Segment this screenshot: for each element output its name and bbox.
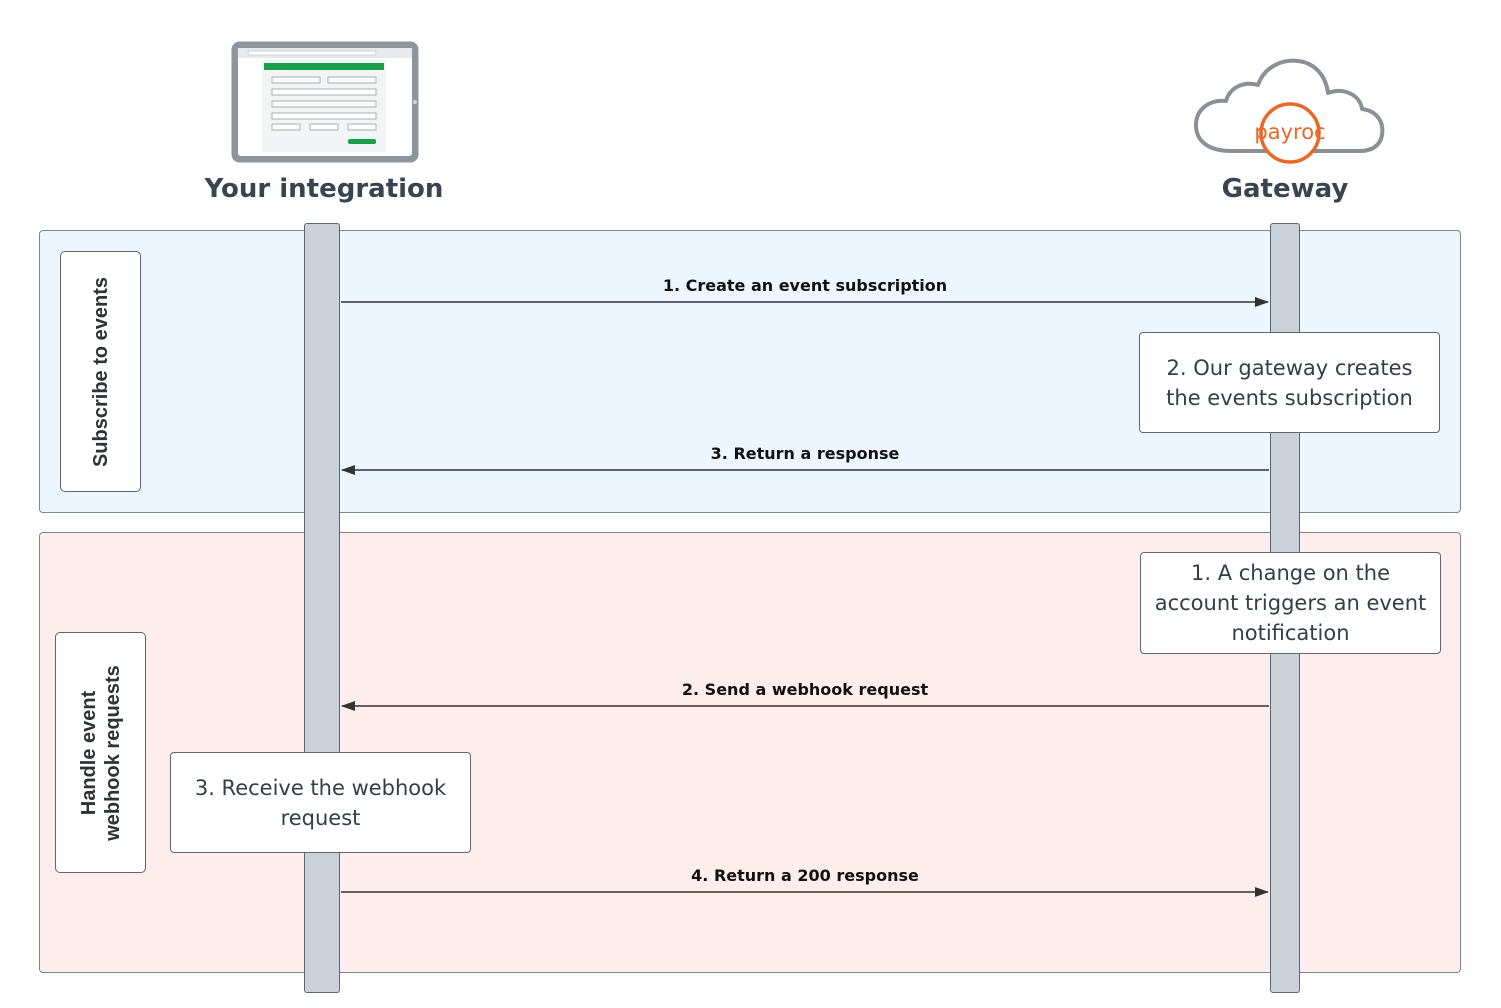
message-label-return-response: 3. Return a response xyxy=(710,444,900,463)
participant-title-gateway: Gateway xyxy=(1221,174,1349,204)
tablet-form-icon xyxy=(231,41,419,163)
message-label-send-webhook: 2. Send a webhook request xyxy=(681,680,929,699)
participant-title-integration: Your integration xyxy=(204,174,444,204)
note-gateway-creates: 2. Our gateway creates the events subscr… xyxy=(1139,332,1440,433)
payroc-logo-text: payroc xyxy=(1254,120,1325,144)
message-label-return-200: 4. Return a 200 response xyxy=(691,866,919,885)
lifeline-integration xyxy=(304,223,340,993)
payroc-cloud-icon: payroc xyxy=(1194,58,1385,164)
section-label-subscribe: Subscribe to events xyxy=(60,251,141,492)
section-label-webhook: Handle event webhook requests xyxy=(55,632,146,873)
message-label-create-subscription: 1. Create an event subscription xyxy=(662,276,948,295)
note-receive-webhook: 3. Receive the webhook request xyxy=(170,752,471,853)
note-account-change: 1. A change on the account triggers an e… xyxy=(1140,552,1441,654)
